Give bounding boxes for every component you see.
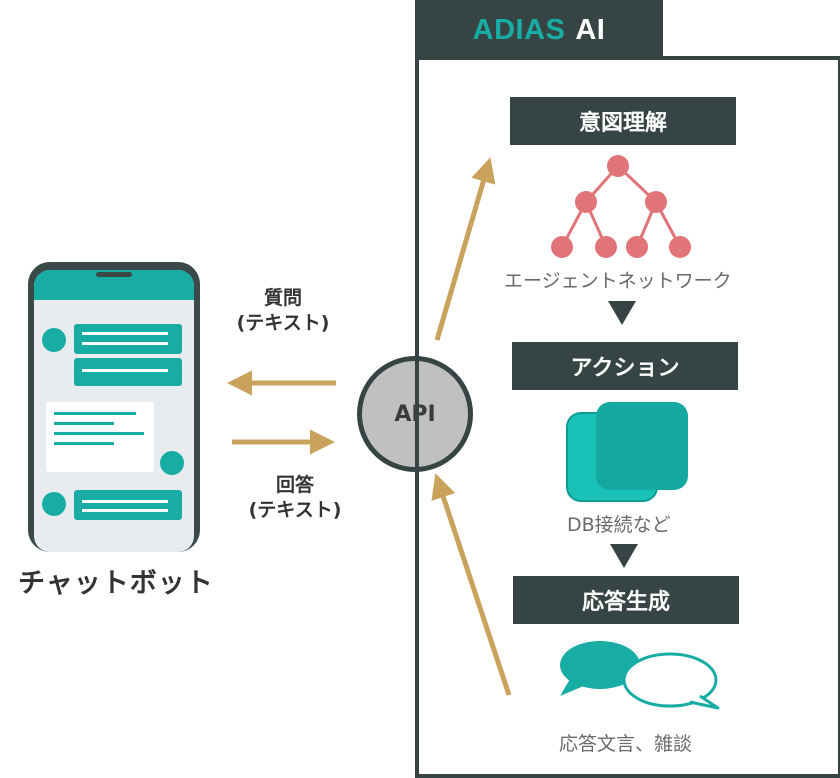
chat-bubble (46, 402, 154, 472)
answer-label-line1: 回答 (275, 474, 314, 496)
arrow-from-response (431, 473, 512, 696)
down-triangle-icon (610, 544, 638, 568)
answer-label-line2: (テキスト) (248, 499, 342, 521)
arrow-to-intent (434, 157, 496, 341)
phone-header-bar (34, 270, 194, 300)
answer-label: 回答 (テキスト) (230, 473, 360, 523)
stage-intent-caption: エージェントネットワーク (504, 270, 732, 292)
chatbot-label: チャットボット (18, 568, 214, 599)
stage-action-title: アクション (512, 342, 738, 390)
adias-brand: ADIAS (472, 13, 566, 46)
avatar-icon (160, 451, 184, 475)
question-label-line2: (テキスト) (236, 312, 330, 334)
avatar-icon (42, 492, 66, 516)
stage-response-caption: 応答文言、雑談 (559, 733, 693, 755)
stage-response-title: 応答生成 (513, 576, 739, 624)
smartphone-illustration (28, 262, 200, 552)
speech-bubbles-icon (560, 641, 720, 710)
adias-suffix: AI (575, 13, 606, 46)
chat-bubble (74, 324, 182, 354)
down-triangle-icon (608, 301, 636, 325)
network-tree-icon (551, 155, 691, 258)
avatar-icon (42, 328, 66, 352)
question-label: 質問 (テキスト) (218, 286, 348, 336)
phone-notch (96, 272, 132, 277)
stacked-squares-icon (566, 402, 688, 502)
stage-action-caption: DB接続など (567, 514, 671, 536)
stage-intent-title: 意図理解 (510, 97, 736, 145)
adias-title-tab: ADIAS AI (415, 0, 663, 60)
question-label-line1: 質問 (263, 287, 302, 309)
chat-bubble (74, 490, 182, 520)
